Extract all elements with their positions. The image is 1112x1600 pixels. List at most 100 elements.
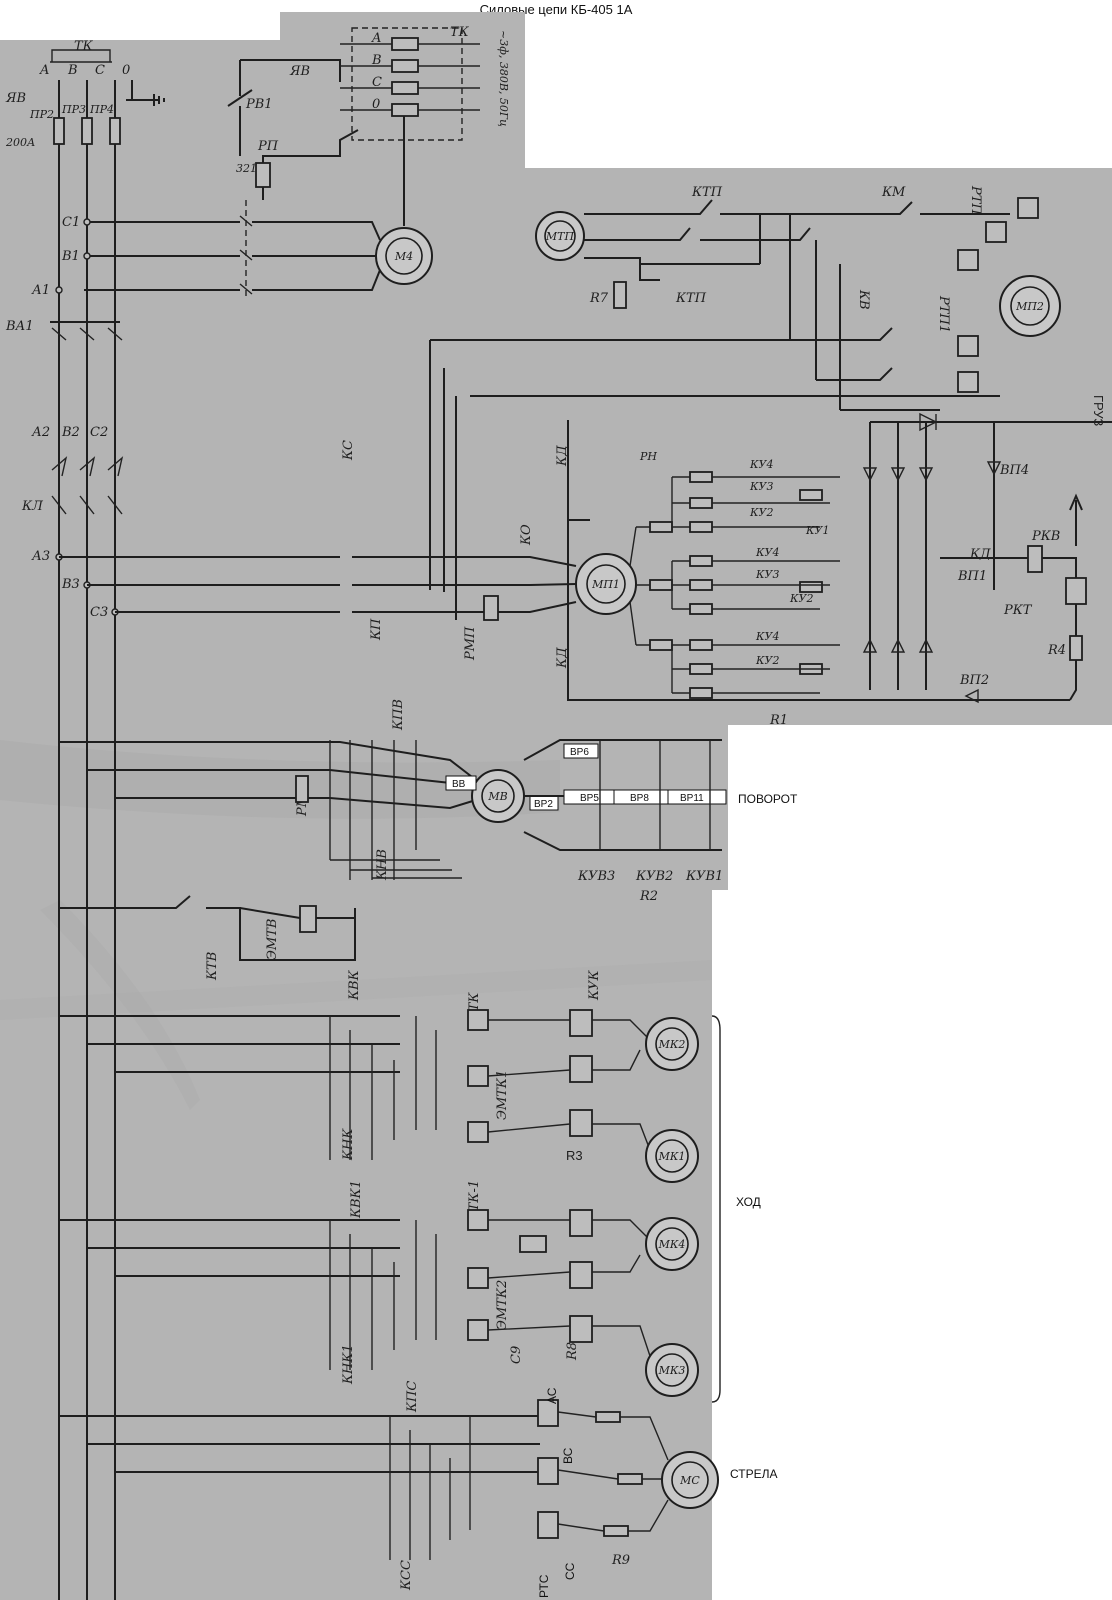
label-kp: КП [369, 618, 384, 641]
phase-0-label: 0 [122, 63, 130, 78]
travel-circuit: КВК КНК РТК ЭМТК1 КУК МК2 МК1 R3 КВК1 КН… [59, 969, 761, 1403]
control-relay-rp: РВ1 РП 321 ЯВ [227, 59, 359, 200]
label-r8: R8 [565, 1342, 580, 1361]
motor-mk3-label: МК3 [658, 1364, 686, 1377]
label-ku1-a: КУ1 [805, 524, 829, 537]
label-rv1: РВ1 [245, 97, 273, 112]
label-vp2: ВП2 [959, 673, 989, 688]
label-pr3: ПР3 [61, 103, 86, 116]
label-bc: ВС [561, 1447, 575, 1464]
tag-vb: ВВ [452, 779, 466, 790]
motor-mp1-label: МП1 [591, 578, 620, 591]
motor-m4-label: М4 [394, 250, 413, 263]
motor-mk4-label: МК4 [658, 1238, 686, 1251]
rotor-resistors-r1: РН R1 КУ4 КУ3 КУ2 КУ1 КУ4 КУ3 КУ2 КУ4 КУ… [629, 450, 840, 728]
label-kuk: КУК [587, 970, 602, 1001]
label-kd-right: КД [969, 547, 991, 562]
tag-vp8: ВР8 [630, 793, 649, 804]
label-vp1: ВП1 [957, 569, 987, 584]
label-c2: С2 [90, 425, 108, 440]
label-kc: КС [341, 440, 356, 461]
disconnect-tk: ТК A B C 0 ~3ф, 380В, 50Гц [340, 25, 510, 226]
label-slew: ПОВОРОТ [738, 792, 798, 806]
label-cc: СС [563, 1562, 577, 1580]
label-c3: С3 [90, 605, 108, 620]
label-ku4-a: КУ4 [749, 458, 773, 471]
label-kd-bottom: КД [555, 647, 570, 669]
label-kcc: КСС [399, 1560, 414, 1591]
motor-mv-label: МВ [487, 790, 507, 803]
boom-circuit: КПС КСС АС ВС СС РТС R9 МС СТРЕЛА [59, 1381, 777, 1598]
label-kl: КЛ [21, 499, 44, 514]
breaker-va1: ВА1 А2 В2 С2 КЛ А3 В3 С3 [5, 319, 124, 620]
label-a2: А2 [31, 425, 50, 440]
label-va1: ВА1 [5, 319, 34, 334]
label-kv: КВ [856, 289, 871, 310]
label-rmp: РМП [463, 626, 478, 661]
label-ktp-lower: КТП [675, 291, 707, 306]
label-c1: С1 [62, 215, 80, 230]
label-kuv3: КУВ3 [577, 869, 615, 884]
label-kuv1: КУВ1 [685, 869, 723, 884]
label-emtk2: ЭМТК2 [495, 1280, 510, 1330]
label-kpv: КПВ [391, 699, 406, 731]
label-321: 321 [236, 162, 257, 175]
label-r7: R7 [589, 291, 609, 306]
label-kpc: КПС [405, 1381, 420, 1413]
label-boom: СТРЕЛА [730, 1467, 777, 1481]
label-tk-left: ТК [74, 39, 94, 54]
label-hoist: ГРУЗ [1091, 395, 1106, 426]
label-emtv: ЭМТВ [265, 919, 280, 960]
label-ku2-b: КУ2 [789, 592, 813, 605]
label-c9: С9 [509, 1346, 524, 1364]
motor-mk1-label: МК1 [658, 1150, 686, 1163]
phase-c-label: C [95, 63, 105, 78]
label-kuv2: КУВ2 [635, 869, 673, 884]
label-a1: А1 [31, 283, 50, 298]
supply-rating: ~3ф, 380В, 50Гц [497, 30, 510, 127]
label-travel: ХОД [736, 1195, 761, 1209]
slew-circuit: КПВ КНВ РМВ МВ ВВ ВР2 ВР6 ВР5 ВР8 ВР11 П… [59, 699, 798, 981]
label-r9: R9 [611, 1553, 630, 1568]
label-ku4-c: КУ4 [755, 630, 779, 643]
tag-vp6: ВР6 [570, 747, 589, 758]
tag-vp11: ВР11 [680, 793, 704, 804]
label-kd-top: КД [555, 445, 570, 467]
hoist-circuit: МТП R7 КТП КТП КМ МП2 РТП РТП1 КВ [59, 185, 1112, 728]
label-b3: В3 [61, 577, 80, 592]
label-tk-a: A [371, 31, 381, 46]
label-kvk: КВК [347, 969, 362, 1001]
label-tk-top: ТК [450, 25, 470, 40]
label-r1: R1 [769, 713, 788, 728]
label-200a: 200А [5, 136, 35, 149]
label-b2: В2 [61, 425, 80, 440]
label-ku4-b: КУ4 [755, 546, 779, 559]
label-yav-left: ЯВ [5, 91, 26, 106]
label-rtp1: РТП1 [936, 295, 951, 333]
label-ku3-b: КУ3 [755, 568, 779, 581]
label-tk-0: 0 [372, 97, 380, 112]
label-rp: РП [257, 139, 279, 154]
label-ko: КО [519, 524, 534, 546]
label-rkt: РКТ [1003, 603, 1033, 618]
tag-vp5: ВР5 [580, 793, 599, 804]
motor-m4: М4 С1 В1 А1 [31, 200, 433, 300]
label-emtk1: ЭМТК1 [495, 1070, 510, 1120]
label-pr2: ПР2 [29, 108, 54, 121]
label-kvk1: КВК1 [349, 1180, 364, 1219]
label-ktp-upper: КТП [691, 185, 723, 200]
label-rtc: РТС [537, 1574, 551, 1598]
label-b1: В1 [61, 249, 80, 264]
label-rn: РН [639, 450, 657, 463]
label-ac: АС [545, 1387, 559, 1404]
label-tk-c: C [372, 75, 382, 90]
label-ku2-a: КУ2 [749, 506, 773, 519]
label-ktv: КТВ [205, 952, 220, 981]
label-r2: R2 [639, 889, 658, 904]
label-knk: КНК [341, 1128, 356, 1161]
tag-vp2: ВР2 [534, 799, 553, 810]
label-yav-top: ЯВ [289, 64, 310, 79]
phase-b-label: B [67, 63, 78, 78]
